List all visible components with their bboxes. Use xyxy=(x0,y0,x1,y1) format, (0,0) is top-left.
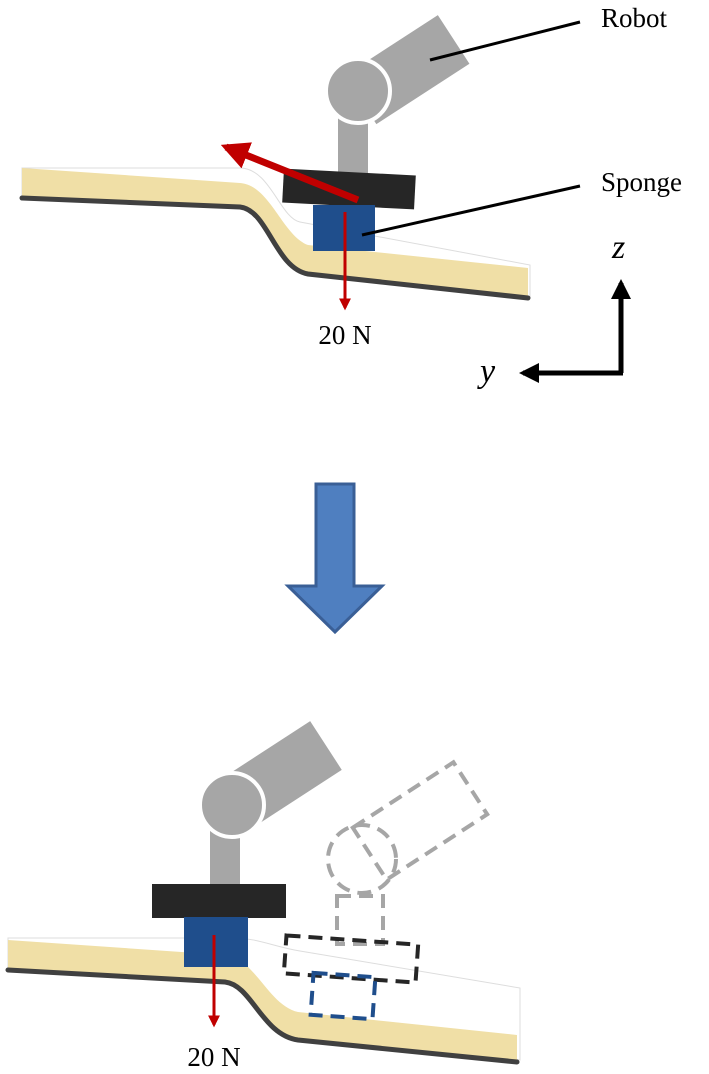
force-label: 20 N xyxy=(318,320,371,350)
surface-edge xyxy=(19,195,531,301)
wavy-surface-bottom xyxy=(8,940,517,1062)
sponge-bottom xyxy=(184,917,248,967)
wavy-surface xyxy=(22,168,528,298)
tool-plate-bottom xyxy=(152,884,286,918)
robot xyxy=(282,9,475,251)
ghost-robot xyxy=(281,759,490,1022)
ghost-forearm xyxy=(335,894,385,946)
top-panel: 20 N Robot Sponge z y xyxy=(19,3,682,390)
ghost-sponge xyxy=(308,970,378,1022)
bottom-panel: 20 N xyxy=(5,715,521,1072)
ghost-tool-plate xyxy=(281,933,421,985)
transition-arrow xyxy=(284,482,386,635)
ghost-joint xyxy=(326,823,398,895)
robot-joint xyxy=(324,57,392,125)
robot-leader-line xyxy=(429,20,581,62)
tool-plate xyxy=(282,168,416,210)
robot-joint-bottom xyxy=(198,771,266,839)
sponge-leader-line xyxy=(361,184,581,237)
surface-edge-bottom xyxy=(5,967,520,1065)
y-axis-label: y xyxy=(477,353,496,390)
coordinate-axes: z y xyxy=(477,229,631,390)
robot-bottom xyxy=(152,715,348,967)
robot-label: Robot xyxy=(601,3,668,33)
ghost-upper-arm xyxy=(350,759,490,883)
force-label-bottom: 20 N xyxy=(187,1042,240,1072)
friction-force-arrow xyxy=(220,142,360,204)
z-axis-label: z xyxy=(611,229,625,266)
sponge-label: Sponge xyxy=(601,167,682,197)
